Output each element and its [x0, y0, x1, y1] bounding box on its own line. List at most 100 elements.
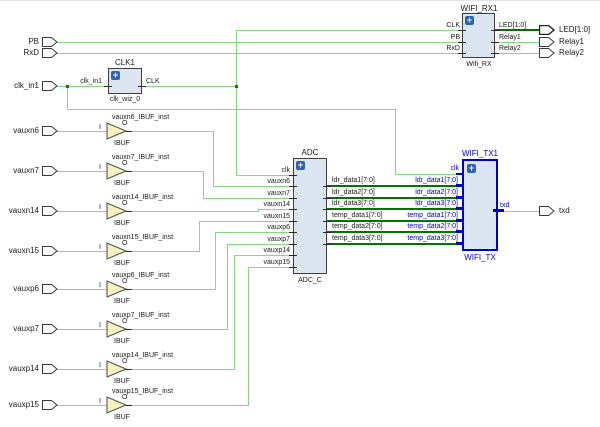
- ibuf-gate[interactable]: [106, 242, 128, 260]
- net-vauxn14[interactable]: [128, 211, 259, 212]
- net-vauxn7-in[interactable]: [57, 171, 107, 172]
- ibuf-gate[interactable]: [106, 360, 128, 378]
- net-vauxp15-in[interactable]: [57, 405, 107, 406]
- net-vauxp15[interactable]: [128, 405, 249, 406]
- wire-segment[interactable]: [227, 244, 293, 245]
- input-port-shape[interactable]: [42, 246, 58, 256]
- wire-segment[interactable]: [199, 221, 200, 252]
- net-temp-data2[interactable]: [327, 231, 462, 233]
- input-port-shape[interactable]: [42, 81, 58, 91]
- net-clk-in1[interactable]: [57, 86, 104, 87]
- input-port-shape[interactable]: [42, 364, 58, 374]
- net-vauxp7[interactable]: [128, 329, 228, 330]
- ibuf-gate[interactable]: [106, 280, 128, 298]
- net-vauxp6[interactable]: [128, 289, 216, 290]
- net-vauxn7[interactable]: [128, 171, 204, 172]
- expand-icon[interactable]: +: [467, 163, 476, 173]
- pin-stub: [491, 30, 499, 31]
- pin-label: temp_data2[7:0]: [407, 223, 458, 230]
- wire-segment[interactable]: [213, 186, 293, 187]
- net-vauxn6[interactable]: [128, 131, 214, 132]
- wire-segment[interactable]: [234, 255, 293, 256]
- wire-segment[interactable]: [236, 30, 237, 176]
- ibuf-instance-label: vauxp14_IBUF_inst: [112, 352, 174, 359]
- expand-icon[interactable]: +: [465, 15, 474, 25]
- wire-segment[interactable]: [213, 131, 214, 187]
- ibuf-in-label: I: [99, 398, 101, 405]
- net-ldr-data2[interactable]: [327, 197, 462, 199]
- block-title: ADC: [301, 148, 319, 157]
- net-temp-data3[interactable]: [327, 243, 462, 245]
- block-subtitle: ADC_C: [298, 277, 322, 284]
- wire-segment[interactable]: [203, 171, 204, 199]
- net-ldr-data3[interactable]: [327, 208, 462, 210]
- wire-segment[interactable]: [234, 255, 235, 370]
- block-adc[interactable]: [293, 158, 327, 274]
- wire-segment[interactable]: [258, 209, 293, 210]
- expand-icon[interactable]: +: [111, 70, 120, 80]
- net-vauxn15-in[interactable]: [57, 251, 107, 252]
- input-port-shape[interactable]: [42, 206, 58, 216]
- net-pb[interactable]: [57, 42, 462, 43]
- input-port-shape[interactable]: [42, 400, 58, 410]
- input-port-shape[interactable]: [42, 324, 58, 334]
- ibuf-in-label: I: [99, 124, 101, 131]
- wire-segment[interactable]: [236, 175, 293, 176]
- net-vauxp14-in[interactable]: [57, 369, 107, 370]
- ibuf-instance-label: vauxn6_IBUF_inst: [112, 114, 170, 121]
- wire-segment[interactable]: [227, 244, 228, 330]
- port-label: Relay1: [559, 37, 584, 46]
- pin-stub: [126, 171, 132, 172]
- net-vauxp7-in[interactable]: [57, 329, 107, 330]
- net-vauxn15[interactable]: [128, 251, 200, 252]
- wire-segment[interactable]: [215, 232, 216, 290]
- ibuf-out-label: O: [122, 358, 128, 365]
- output-port-shape[interactable]: [539, 37, 555, 47]
- ibuf-type-label: IBUF: [114, 414, 130, 421]
- ibuf-type-label: IBUF: [114, 298, 130, 305]
- net-relay1[interactable]: [495, 42, 539, 43]
- ibuf-gate[interactable]: [106, 320, 128, 338]
- input-port-shape[interactable]: [42, 284, 58, 294]
- input-port-shape[interactable]: [42, 48, 58, 58]
- input-port-shape[interactable]: [42, 37, 58, 47]
- input-port-shape[interactable]: [42, 166, 58, 176]
- pin-stub: [458, 42, 466, 43]
- wire-segment[interactable]: [395, 109, 396, 175]
- net-vauxn6-in[interactable]: [57, 131, 107, 132]
- wire-segment[interactable]: [258, 209, 259, 212]
- pin-label: txd: [500, 202, 510, 209]
- ibuf-gate[interactable]: [106, 162, 128, 180]
- wire-segment[interactable]: [236, 30, 462, 31]
- net-vauxp14[interactable]: [128, 369, 235, 370]
- input-port-shape[interactable]: [42, 126, 58, 136]
- wire-segment[interactable]: [395, 174, 456, 175]
- wire-segment[interactable]: [199, 221, 293, 222]
- net-temp-data1[interactable]: [327, 220, 462, 222]
- expand-icon[interactable]: +: [296, 160, 305, 170]
- pin-label: CLK: [146, 78, 160, 85]
- output-port-shape[interactable]: [539, 25, 555, 35]
- ibuf-gate[interactable]: [106, 202, 128, 220]
- wire-segment[interactable]: [67, 109, 396, 110]
- ibuf-gate[interactable]: [106, 122, 128, 140]
- net-rxd[interactable]: [57, 53, 462, 54]
- net-clk[interactable]: [146, 86, 237, 87]
- net-txd[interactable]: [504, 211, 539, 212]
- wire-segment[interactable]: [67, 86, 68, 110]
- pin-label: Relay2: [499, 45, 521, 52]
- net-vauxn14-in[interactable]: [57, 211, 107, 212]
- net-vauxp6-in[interactable]: [57, 289, 107, 290]
- wire-segment[interactable]: [248, 267, 293, 268]
- output-port-shape[interactable]: [539, 206, 555, 216]
- pin-stub: [126, 131, 132, 132]
- wire-segment[interactable]: [215, 232, 293, 233]
- net-ldr-data1[interactable]: [327, 185, 462, 187]
- net-led[interactable]: [495, 29, 539, 31]
- output-port-shape[interactable]: [539, 48, 555, 58]
- block-wifi-tx[interactable]: [462, 159, 498, 251]
- wire-segment[interactable]: [203, 198, 293, 199]
- wire-segment[interactable]: [248, 267, 249, 406]
- ibuf-gate[interactable]: [106, 396, 128, 414]
- net-relay2[interactable]: [495, 53, 539, 54]
